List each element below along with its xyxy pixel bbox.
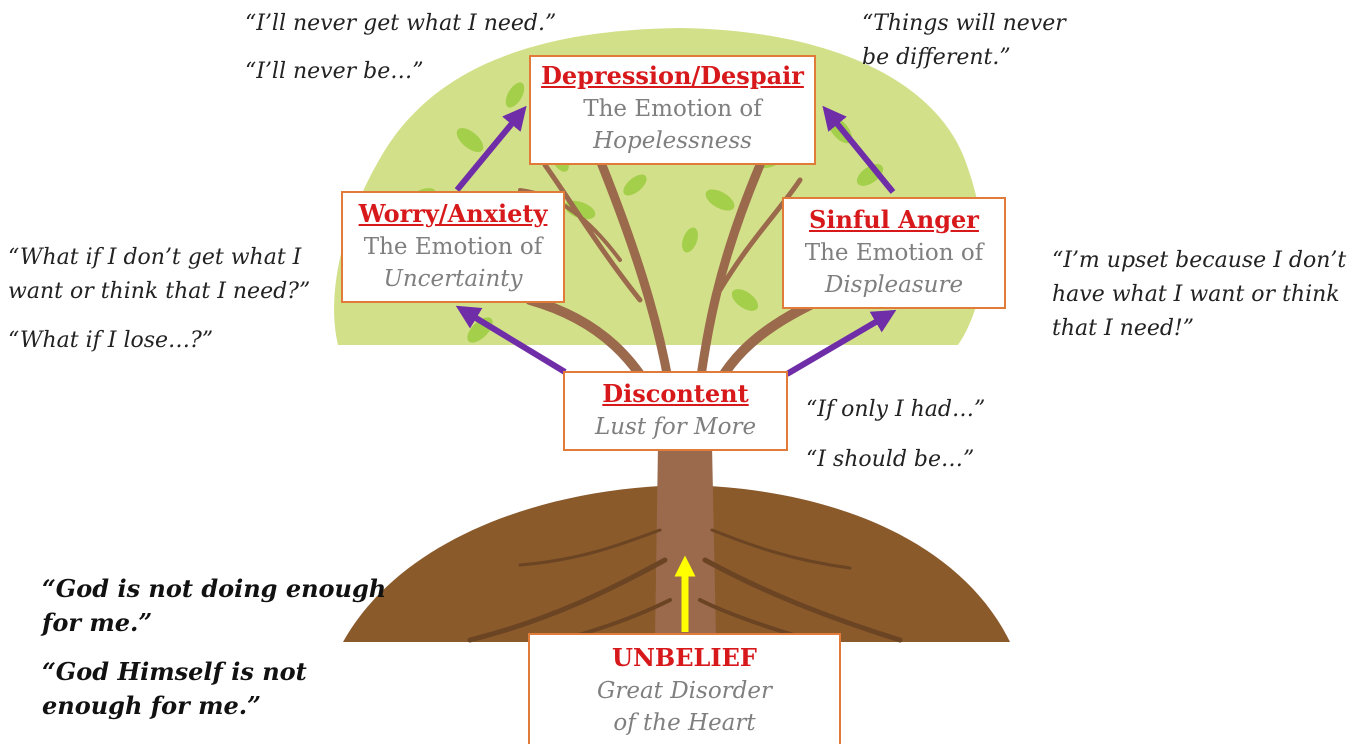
- arrow-discontent-to-anger: [785, 309, 897, 377]
- depression-title: Depression/Despair: [541, 61, 804, 90]
- anger-line1: The Emotion of: [804, 240, 984, 266]
- quote-top-left-2: “I’ll never be…”: [245, 59, 424, 84]
- discontent-line2: Lust for More: [594, 414, 757, 440]
- quote-bottom-left-2: for me.”: [42, 608, 153, 637]
- tree-trunk: [655, 420, 716, 640]
- unbelief-title: UNBELIEF: [612, 643, 757, 672]
- arrow-discontent-to-worry: [455, 305, 567, 375]
- worry-box: Worry/Anxiety The Emotion of Uncertainty: [341, 191, 565, 303]
- tree-roots: [467, 528, 903, 643]
- unbelief-box: UNBELIEF Great Disorder of the Heart: [528, 633, 841, 744]
- anger-title: Sinful Anger: [809, 205, 979, 234]
- quote-left-3: “What if I lose…?”: [8, 328, 214, 353]
- depression-line1: The Emotion of: [583, 96, 762, 122]
- quote-top-right-1: “Things will never: [862, 11, 1066, 36]
- arrow-worry-to-depression: [454, 105, 527, 192]
- quote-bottom-left-3: “God Himself is not: [42, 657, 307, 686]
- quote-mid-right-2: “I should be…”: [806, 447, 975, 472]
- quote-mid-right-1: “If only I had…”: [806, 397, 986, 422]
- quote-left-2: want or think that I need?”: [8, 279, 311, 304]
- quote-bottom-left-4: enough for me.”: [42, 691, 261, 720]
- arrow-anger-to-depression: [822, 105, 896, 194]
- quote-right-3: that I need!”: [1052, 316, 1195, 341]
- quote-bottom-left-1: “God is not doing enough: [42, 574, 387, 603]
- discontent-title: Discontent: [602, 379, 749, 408]
- quote-right-2: have what I want or think: [1052, 282, 1340, 307]
- quote-top-right-2: be different.”: [862, 45, 1011, 70]
- unbelief-line2b: of the Heart: [613, 710, 756, 736]
- worry-title: Worry/Anxiety: [358, 199, 548, 228]
- discontent-box: Discontent Lust for More: [563, 371, 788, 451]
- depression-line2: Hopelessness: [593, 128, 752, 154]
- depression-box: Depression/Despair The Emotion of Hopele…: [529, 55, 816, 165]
- quote-top-left-1: “I’ll never get what I need.”: [245, 11, 557, 36]
- quote-left-1: “What if I don’t get what I: [8, 245, 302, 270]
- quote-right-1: “I’m upset because I don’t: [1052, 248, 1347, 273]
- unbelief-line2a: Great Disorder: [596, 678, 772, 704]
- worry-line2: Uncertainty: [383, 266, 523, 292]
- anger-line2: Displeasure: [824, 272, 964, 298]
- worry-line1: The Emotion of: [363, 234, 543, 260]
- anger-box: Sinful Anger The Emotion of Displeasure: [782, 197, 1006, 309]
